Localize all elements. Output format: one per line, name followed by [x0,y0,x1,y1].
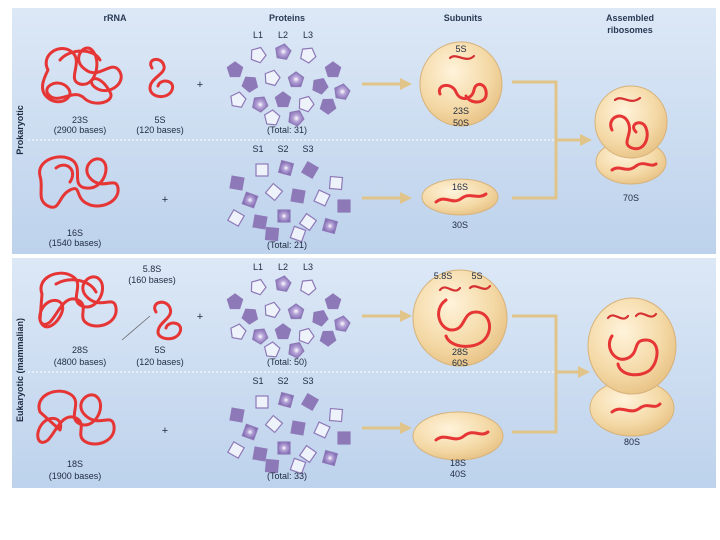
protein-total: (Total: 21) [267,240,307,250]
protein-label-l2: L2 [278,30,288,40]
protein-label-l1: L1 [253,262,263,272]
rrna-5-8s-name: 5.8S [143,264,162,274]
protein-label-s3: S3 [302,144,313,154]
rrna-18s-name: 18S [67,459,83,469]
side-label-prokaryotic: Prokaryotic [15,105,25,155]
subunit-40s [413,412,503,460]
subunit-5-8s-label: 5.8S [434,271,453,281]
subunit-40s-label: 40S [450,469,466,479]
protein-square [323,451,338,466]
assembled-ribosome-70s [595,86,667,184]
protein-label-l1: L1 [253,30,263,40]
subunit-50s-label: 50S [453,118,469,128]
rrna-28s-name: 28S [72,345,88,355]
rrna-5-8s-bases: (160 bases) [128,275,176,285]
subunit-30s-label: 30S [452,220,468,230]
header-assembled-line2: ribosomes [607,25,653,35]
protein-label-s1: S1 [252,144,263,154]
rrna-5s-bases: (120 bases) [136,125,184,135]
protein-square [279,393,294,408]
protein-label-l3: L3 [303,262,313,272]
protein-label-l2: L2 [278,262,288,272]
protein-square [278,210,290,222]
protein-label-s2: S2 [277,376,288,386]
protein-square [253,215,267,229]
protein-total: (Total: 50) [267,357,307,367]
subunit-16s-label: 16S [452,182,468,192]
protein-square [279,161,294,176]
assembled-ribosome-80s [588,298,676,436]
protein-square [256,164,268,176]
protein-total: (Total: 33) [267,471,307,481]
plus-sign: + [197,79,203,91]
protein-square [329,176,342,189]
protein-label-s2: S2 [277,144,288,154]
rrna-18s-bases: (1900 bases) [49,471,102,481]
subunit-28s-label: 28S [452,347,468,357]
subunit-60s-label: 60S [452,358,468,368]
protein-square [291,421,305,435]
protein-total: (Total: 31) [267,125,307,135]
plus-sign: + [197,311,203,323]
rrna-28s-bases: (4800 bases) [54,357,107,367]
protein-square [329,408,342,421]
protein-square [253,447,267,461]
side-label-eukaryotic: Eukaryotic (mammalian) [15,318,25,422]
rrna-23s-name: 23S [72,115,88,125]
assembled-80s-label: 80S [624,437,640,447]
rrna-16s-name: 16S [67,228,83,238]
protein-square [323,219,338,234]
plus-sign: + [162,194,168,206]
rrna-5s-name: 5S [154,115,165,125]
header-rrna: rRNA [103,13,127,23]
assembled-70s-label: 70S [623,193,639,203]
protein-label-s1: S1 [252,376,263,386]
header-subunits: Subunits [444,13,483,23]
protein-square [230,176,244,190]
subunit-23s-label: 23S [453,106,469,116]
header-assembled-line1: Assembled [606,13,654,23]
rrna-16s-bases: (1540 bases) [49,238,102,248]
protein-label-l3: L3 [303,30,313,40]
protein-square [291,189,305,203]
header-proteins: Proteins [269,13,305,23]
protein-label-s3: S3 [302,376,313,386]
protein-square [278,442,290,454]
subunit-18s-label: 18S [450,458,466,468]
rrna-5s-bases: (120 bases) [136,357,184,367]
protein-square [265,227,278,240]
rrna-5s-name: 5S [154,345,165,355]
rrna-23s-bases: (2900 bases) [54,125,107,135]
subunit-5s-label: 5S [471,271,482,281]
protein-square [256,396,268,408]
protein-square [230,408,244,422]
plus-sign: + [162,425,168,437]
protein-square [338,432,350,444]
subunit-5s-label: 5S [455,44,466,54]
protein-square [338,200,350,212]
